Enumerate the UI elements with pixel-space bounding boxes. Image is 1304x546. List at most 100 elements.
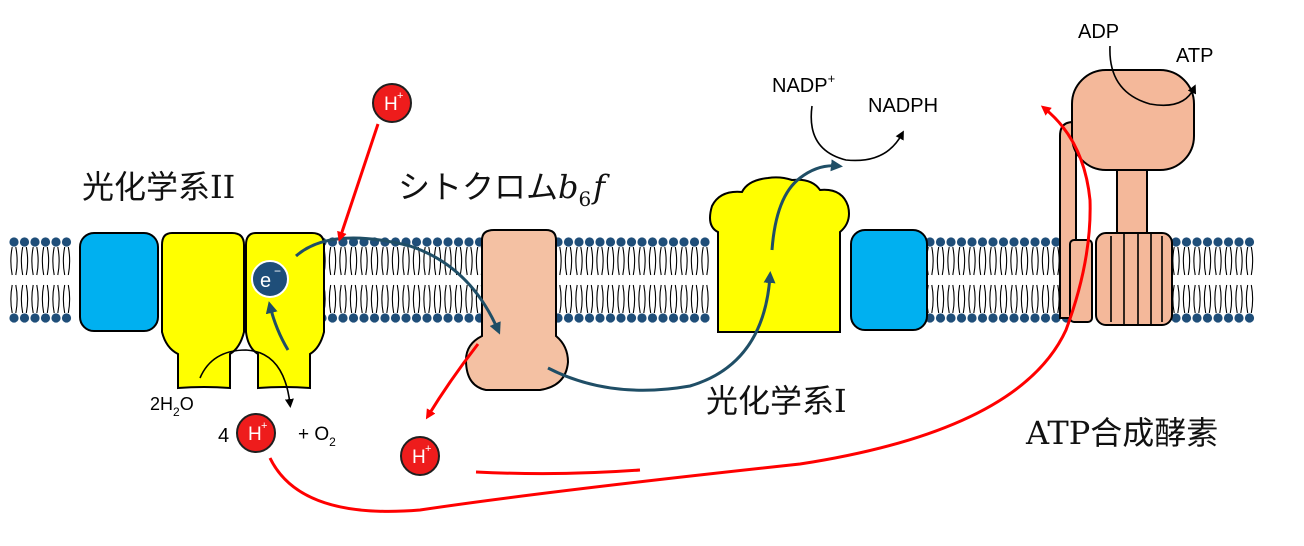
- lipid-head: [574, 237, 584, 247]
- psi-light-harvesting-complex: [850, 229, 928, 331]
- photosystem-i-label: 光化学系I: [706, 382, 847, 420]
- lipid-head: [380, 313, 390, 323]
- lipid-tail: [1182, 246, 1191, 276]
- lipid-tail: [680, 284, 688, 314]
- proton-stoichiometry: 4: [218, 425, 229, 447]
- lipid-tail: [690, 284, 699, 314]
- oxygen-subscript: 2: [329, 435, 336, 449]
- lipid-head: [977, 313, 988, 323]
- lipid-tail: [52, 284, 60, 314]
- lipid-tail: [936, 246, 945, 276]
- cytochrome-text: シトクロム: [398, 168, 558, 206]
- lipid-head: [1171, 313, 1181, 323]
- lipid-head: [679, 237, 689, 247]
- lipid-tail: [1245, 284, 1254, 314]
- lipid-head: [1213, 237, 1223, 247]
- lipid-head: [668, 313, 679, 323]
- stroma-proton-uptake-arrow: [337, 123, 380, 242]
- psii-core-left: [161, 232, 245, 390]
- lipid-head: [988, 237, 998, 247]
- lipid-head: [411, 237, 422, 247]
- cytochrome-f: f: [591, 168, 610, 206]
- lipid-head: [595, 313, 605, 323]
- lipid-head: [432, 313, 443, 323]
- lipid-tail: [339, 284, 347, 314]
- lipid-tail: [638, 284, 646, 314]
- lipid-tail: [328, 284, 337, 314]
- lipid-head: [453, 313, 464, 323]
- lipid-head: [1040, 237, 1051, 247]
- psi-to-nadp-electron-arrow: [770, 159, 843, 251]
- lipid-tail: [957, 246, 966, 276]
- cytochrome-b6f-label: シトクロムb6f: [398, 168, 610, 211]
- lipid-tail: [947, 284, 955, 314]
- cytochrome-subscript: 6: [579, 187, 592, 211]
- lipid-head: [584, 313, 595, 323]
- lipid-head: [1009, 237, 1019, 247]
- lipid-tail: [989, 284, 997, 314]
- psi-core: [709, 176, 850, 333]
- lipid-head: [422, 237, 432, 247]
- lipid-tail: [10, 284, 18, 314]
- photosystem-i: [709, 176, 928, 333]
- lipid-tail: [999, 284, 1008, 314]
- lipid-tail: [1010, 284, 1018, 314]
- lipid-head: [1192, 313, 1202, 323]
- nadph-label: NADPH: [868, 95, 938, 117]
- proton-stroma: H +: [372, 83, 412, 123]
- lipid-head: [967, 237, 977, 247]
- lipid-head: [40, 313, 51, 323]
- lipid-head: [626, 237, 637, 247]
- lipid-head: [1244, 313, 1255, 323]
- lipid-head: [1223, 313, 1234, 323]
- proton-lumen-cytb6f: H +: [400, 436, 440, 476]
- lipid-head: [700, 313, 710, 323]
- lipid-tail: [412, 246, 421, 276]
- lipid-tail: [701, 284, 709, 314]
- lipid-tail: [1020, 246, 1029, 276]
- lipid-head: [1181, 313, 1192, 323]
- water-splitting-arrow: [199, 349, 294, 408]
- cytochrome-b: b: [558, 168, 578, 206]
- lipid-tail: [402, 284, 410, 314]
- lipid-head: [1019, 237, 1030, 247]
- lipid-tail: [596, 246, 604, 276]
- lipid-tail: [596, 284, 604, 314]
- atp-synthase-stalk: [1116, 165, 1148, 237]
- lipid-tail: [339, 246, 347, 276]
- lipid-tail: [444, 284, 452, 314]
- lumen-proton-gradient-arrow: [268, 105, 1092, 513]
- atp-synthase-complex: [1059, 69, 1195, 326]
- lipid-tail: [585, 284, 594, 314]
- lipid-head: [453, 237, 464, 247]
- lipid-head: [988, 313, 998, 323]
- psii-core-right: [245, 232, 325, 390]
- lipid-head: [1213, 313, 1223, 323]
- lipid-tail: [1203, 246, 1212, 276]
- lipid-head: [998, 237, 1009, 247]
- lipid-head: [1030, 313, 1040, 323]
- lipid-head: [595, 237, 605, 247]
- lipid-tail: [328, 246, 337, 276]
- lipid-head: [443, 237, 453, 247]
- nadp-reduction-arrow: [810, 105, 904, 162]
- cytochrome-b6f-complex: [464, 229, 570, 391]
- electron: e −: [251, 260, 289, 298]
- lipid-tail: [957, 284, 966, 314]
- lipid-head: [584, 237, 595, 247]
- lipid-head: [390, 313, 401, 323]
- atp-synthase-label: ATP合成酵素: [1025, 414, 1218, 452]
- lipid-head: [967, 313, 977, 323]
- lipid-head: [946, 237, 956, 247]
- photosystem-ii-label: 光化学系II: [82, 168, 235, 206]
- lipid-tail: [585, 246, 594, 276]
- lipid-head: [348, 237, 359, 247]
- lipid-tail: [659, 284, 667, 314]
- lipid-tail: [62, 284, 71, 314]
- lipid-tail: [564, 284, 573, 314]
- lipid-tail: [1193, 284, 1201, 314]
- lipid-head: [1171, 237, 1181, 247]
- water-to-psii-electron-arrow: [265, 301, 290, 351]
- cytb6f-to-psi-electron-arrow: [547, 271, 776, 392]
- lipid-head: [616, 313, 626, 323]
